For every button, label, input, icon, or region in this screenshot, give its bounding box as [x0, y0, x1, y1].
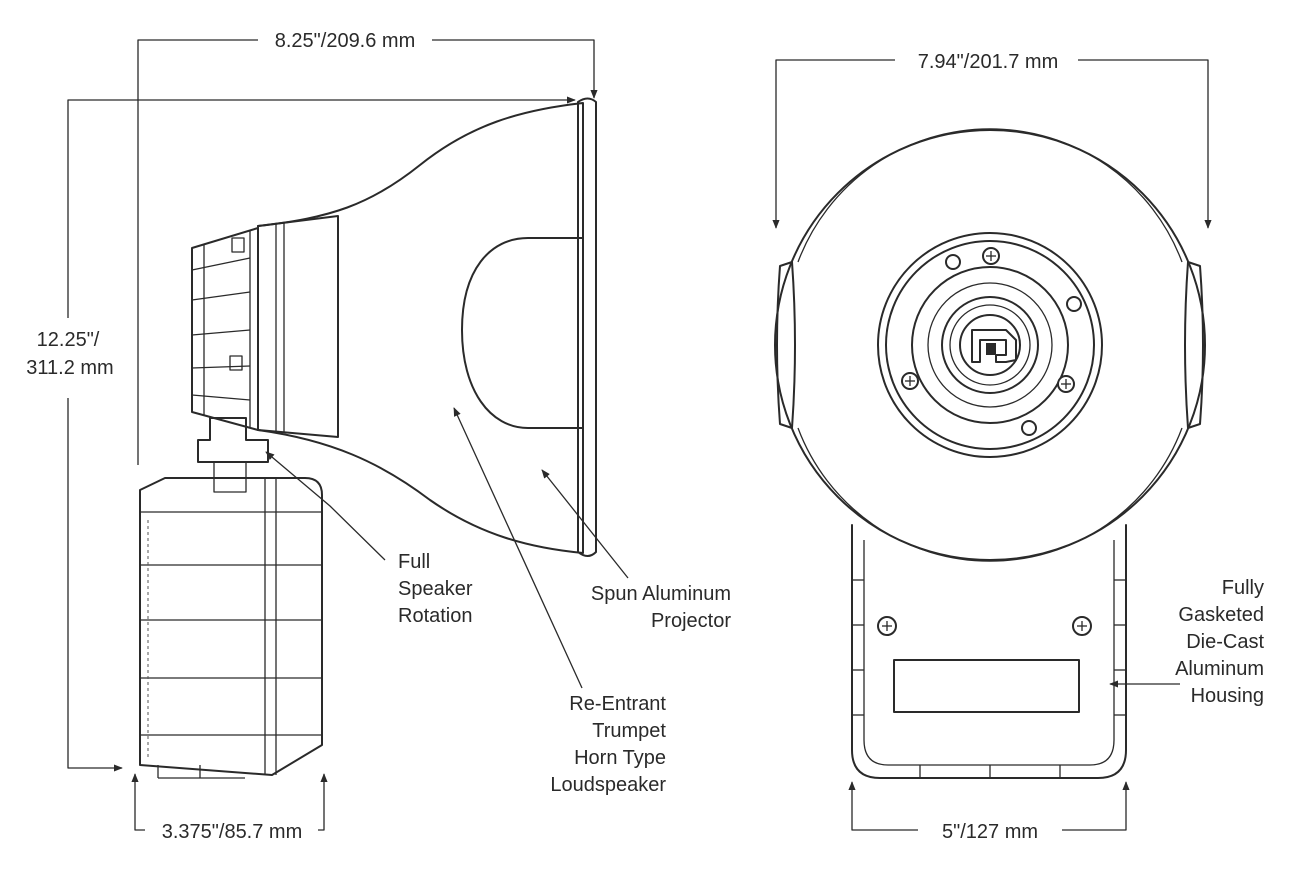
driver-outer-ring: [877, 232, 1103, 458]
housing-screw-left: [877, 616, 897, 636]
dim-label-front-base: 5"/127 mm: [942, 821, 1038, 843]
horn-body-band: [257, 215, 339, 438]
callout-projector: Spun Aluminum Projector: [591, 583, 731, 632]
svg-text:Trumpet: Trumpet: [592, 720, 666, 742]
dim-label-side-height-line2: 311.2 mm: [26, 357, 113, 379]
svg-text:Loudspeaker: Loudspeaker: [550, 774, 666, 796]
driver-screw-left: [901, 372, 919, 390]
dim-label-front-width: 7.94"/201.7 mm: [918, 51, 1059, 73]
dim-line-front-width: [772, 59, 895, 229]
dim-line-front-base: [848, 781, 918, 831]
side-housing-box: [139, 477, 323, 776]
reentrant-dome: [461, 237, 584, 429]
dim-line-side-base: [131, 773, 145, 831]
svg-text:Re-Entrant: Re-Entrant: [569, 693, 666, 715]
dim-label-side-height-line1: 12.25"/: [37, 329, 100, 351]
front-housing-box: [851, 524, 1127, 779]
svg-text:Die-Cast: Die-Cast: [1186, 631, 1264, 653]
dim-label-side-width: 8.25"/209.6 mm: [275, 30, 416, 52]
svg-text:Gasketed: Gasketed: [1178, 604, 1264, 626]
bracket-right: [1184, 261, 1204, 429]
dim-label-side-base: 3.375"/85.7 mm: [162, 821, 303, 843]
callout-housing: Fully Gasketed Die-Cast Aluminum Housing: [1175, 577, 1264, 707]
driver-hole-1: [945, 254, 961, 270]
callout-horn: Re-Entrant Trumpet Horn Type Loudspeaker: [550, 693, 666, 796]
side-view: 8.25"/209.6 mm 12.25"/ 311.2 mm 3.375"/8…: [26, 30, 731, 843]
callout-rotation: Full Speaker Rotation: [398, 551, 473, 627]
svg-text:Rotation: Rotation: [398, 605, 473, 627]
bracket-left: [776, 261, 796, 429]
dim-line-side-height: [67, 96, 576, 318]
driver-screw-top: [982, 247, 1000, 265]
driver-hole-3: [1021, 420, 1037, 436]
projector-rim: [577, 97, 597, 557]
leader-projector: [541, 469, 629, 579]
svg-text:Housing: Housing: [1191, 685, 1264, 707]
front-view: 7.94"/201.7 mm 5"/127 mm Fully Gasketed …: [772, 51, 1264, 843]
svg-text:Projector: Projector: [651, 610, 731, 632]
label-plate: [893, 659, 1080, 713]
leader-rotation: [265, 451, 386, 561]
svg-text:Full: Full: [398, 551, 430, 573]
housing-screw-right: [1072, 616, 1092, 636]
svg-text:Horn Type: Horn Type: [574, 747, 666, 769]
driver-hole-2: [1066, 296, 1082, 312]
driver-housing: [191, 227, 259, 431]
dim-line-side-width: [137, 39, 258, 465]
svg-text:Speaker: Speaker: [398, 578, 473, 600]
driver-screw-right: [1057, 375, 1075, 393]
svg-text:Aluminum: Aluminum: [1175, 658, 1264, 680]
leader-horn: [453, 407, 583, 689]
swivel-mount: [197, 417, 269, 463]
driver-center-hub: [959, 314, 1021, 376]
projector-bell-outline: [257, 102, 584, 554]
svg-text:Fully: Fully: [1222, 577, 1264, 599]
svg-text:Spun Aluminum: Spun Aluminum: [591, 583, 731, 605]
